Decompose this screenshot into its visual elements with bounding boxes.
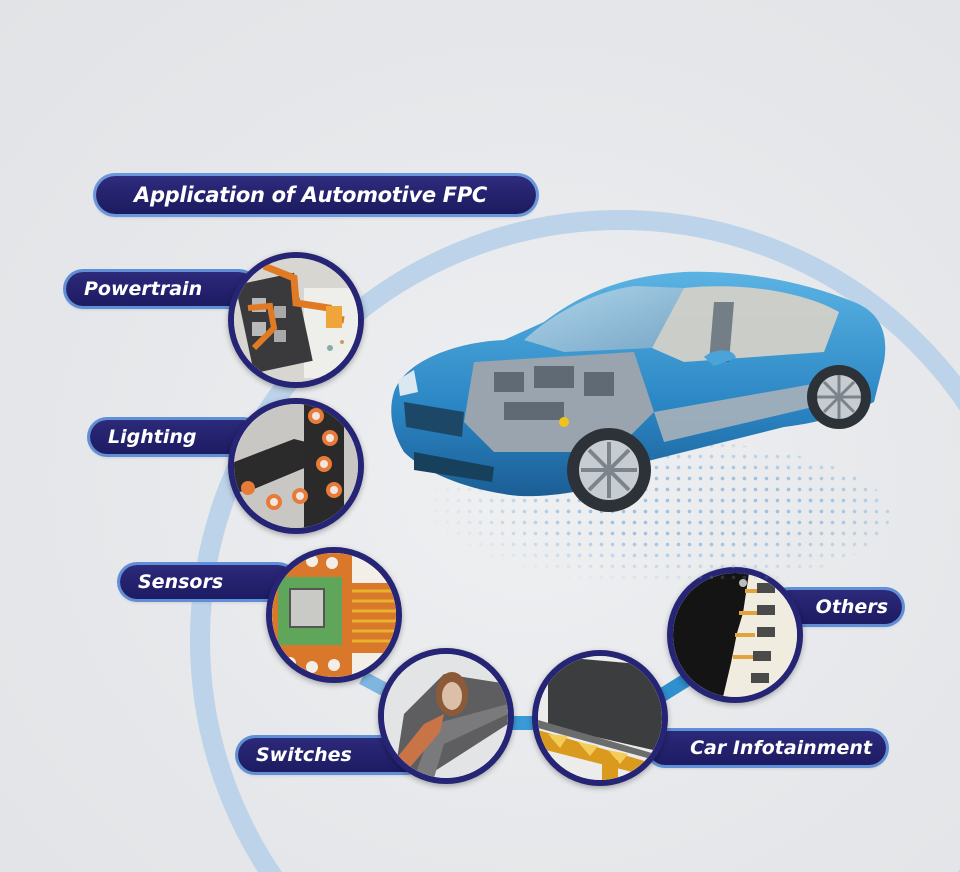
label-car-infotainment: Car Infotainment xyxy=(648,731,886,765)
lighting-image xyxy=(228,398,364,534)
car-cutaway-illustration xyxy=(384,262,894,522)
label-sensors: Sensors xyxy=(120,565,295,599)
label-powertrain: Powertrain xyxy=(66,272,256,306)
powertrain-image xyxy=(228,252,364,388)
switches-image xyxy=(378,648,514,784)
sensors-image xyxy=(266,547,402,683)
car-infotainment-image xyxy=(532,650,668,786)
page-title: Application of Automotive FPC xyxy=(96,176,536,214)
